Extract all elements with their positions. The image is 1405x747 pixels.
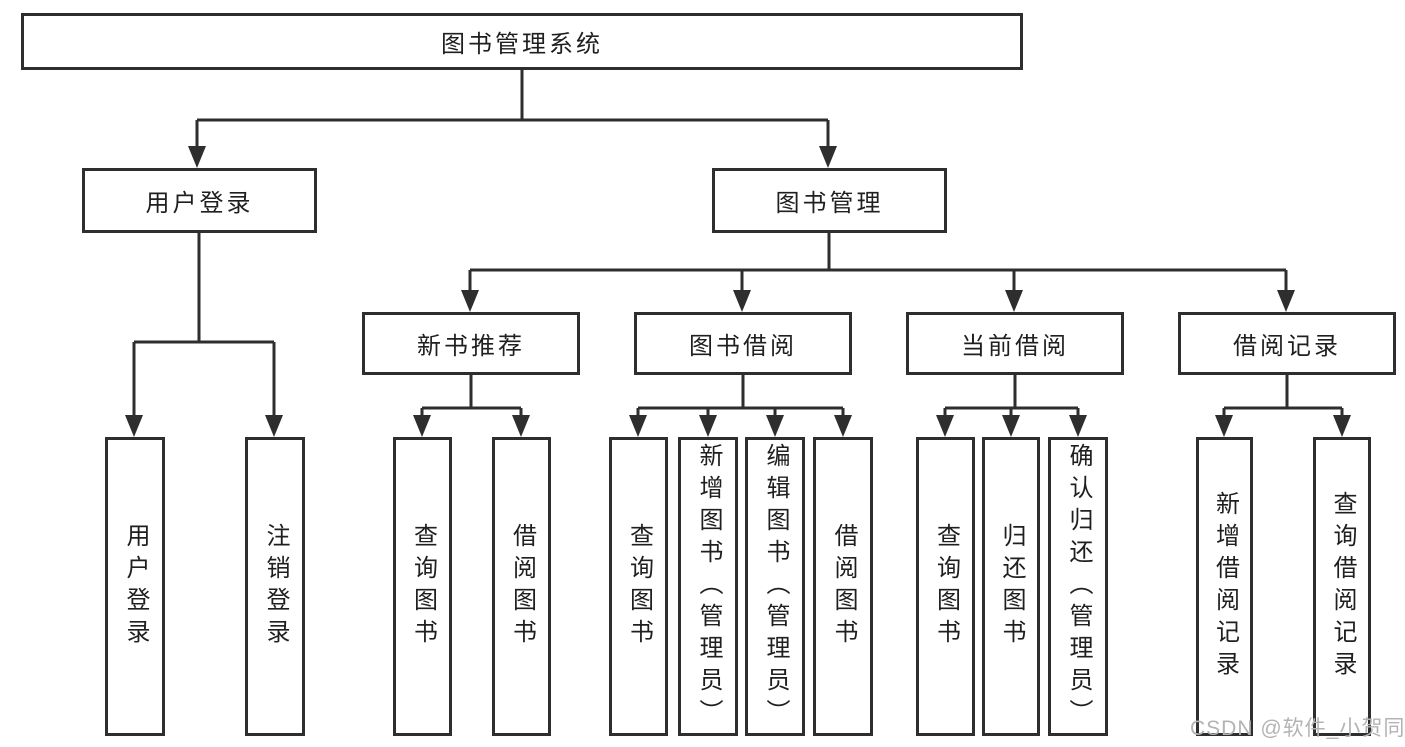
csdn-watermark: CSDN @软件_小贺同学 — [1190, 717, 1405, 740]
leaf-label: 用户登录 — [122, 522, 149, 651]
node-book-borrowing: 图书借阅 — [634, 312, 852, 375]
leaf-label: 借阅图书 — [830, 522, 857, 651]
node-label: 用户登录 — [145, 190, 254, 217]
leaf-edit-books-admin: 编辑图书（管理员） — [745, 437, 805, 736]
node-new-book-recommend: 新书推荐 — [362, 312, 580, 375]
leaf-label: 查询借阅记录 — [1329, 490, 1356, 683]
leaf-label: 新增借阅记录 — [1211, 490, 1239, 683]
node-book-management: 图书管理 — [712, 168, 947, 233]
leaf-label: 归还图书 — [998, 522, 1025, 651]
leaf-label: 查询图书 — [409, 522, 437, 651]
leaf-add-borrow-record: 新增借阅记录 — [1196, 437, 1253, 736]
node-label: 图书借阅 — [689, 333, 797, 360]
node-current-borrowing: 当前借阅 — [906, 312, 1124, 375]
node-borrow-records: 借阅记录 — [1178, 312, 1396, 375]
node-user-login: 用户登录 — [82, 168, 317, 233]
leaf-label: 注销登录 — [262, 522, 289, 651]
leaf-confirm-return-admin: 确认归还（管理员） — [1048, 437, 1108, 736]
leaf-label: 借阅图书 — [508, 522, 536, 651]
node-label: 新书推荐 — [417, 333, 525, 360]
leaf-logout: 注销登录 — [245, 437, 305, 736]
leaf-return-books: 归还图书 — [982, 437, 1040, 736]
leaf-query-books-recommend: 查询图书 — [393, 437, 452, 736]
leaf-borrow-books: 借阅图书 — [813, 437, 873, 736]
node-label: 图书管理 — [775, 190, 884, 217]
leaf-label: 新增图书（管理员） — [695, 442, 722, 731]
leaf-label: 查询图书 — [625, 522, 653, 651]
leaf-query-books-current: 查询图书 — [916, 437, 975, 736]
node-label: 图书管理系统 — [441, 31, 603, 58]
leaf-borrow-books-recommend: 借阅图书 — [492, 437, 551, 736]
node-label: 借阅记录 — [1233, 333, 1341, 360]
leaf-query-books-borrowing: 查询图书 — [609, 437, 668, 736]
node-library-system: 图书管理系统 — [21, 13, 1023, 70]
leaf-label: 确认归还（管理员） — [1065, 442, 1092, 731]
node-label: 当前借阅 — [961, 333, 1069, 360]
leaf-add-books-admin: 新增图书（管理员） — [678, 437, 738, 736]
leaf-user-login: 用户登录 — [105, 437, 165, 736]
leaf-label: 编辑图书（管理员） — [762, 442, 789, 731]
leaf-query-borrow-record: 查询借阅记录 — [1313, 437, 1371, 736]
leaf-label: 查询图书 — [932, 522, 960, 651]
